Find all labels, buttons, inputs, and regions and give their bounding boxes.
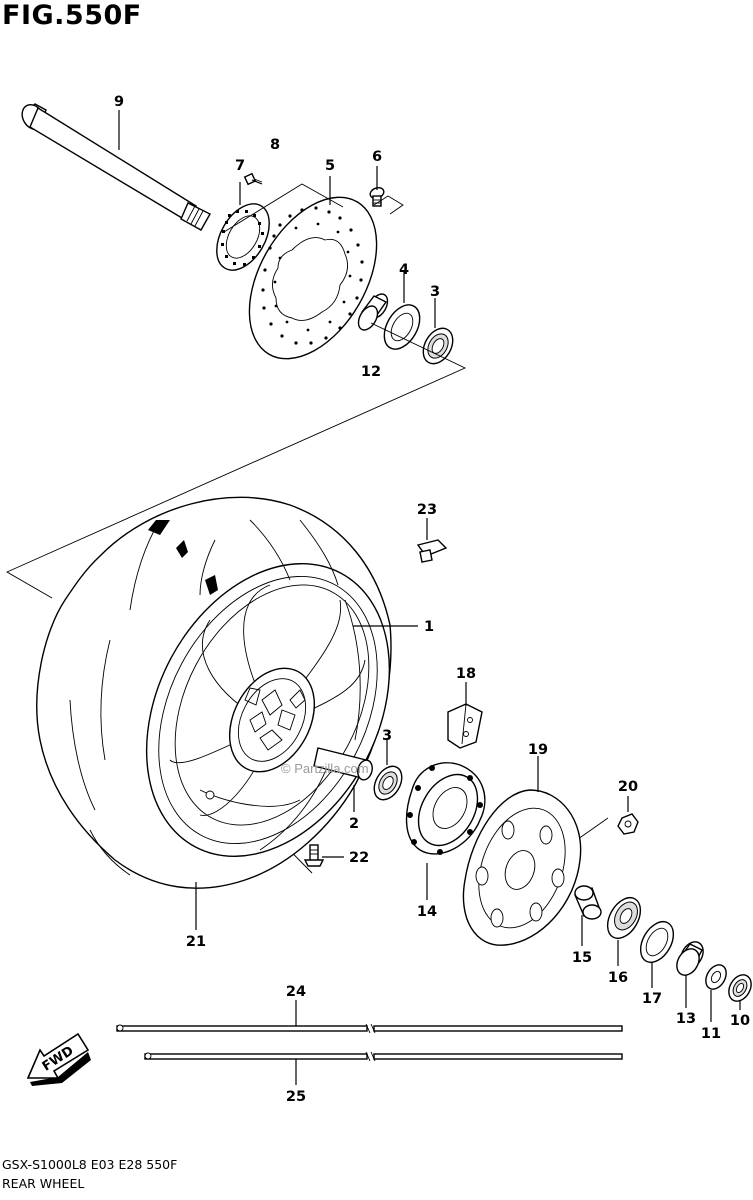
bearing-part-3-lower[interactable]	[369, 761, 408, 804]
callout-19: 19	[528, 742, 548, 758]
bearing-part-3-upper[interactable]	[417, 323, 459, 369]
callout-numbers: 9 8 7 5 6 4 3 12 23 1 18 3 19 20 2 22 14…	[114, 94, 750, 1105]
cushion-part-18[interactable]	[447, 703, 483, 749]
callout-9: 9	[114, 94, 124, 110]
bearing-part-16[interactable]	[601, 892, 647, 944]
washer-part-11[interactable]	[702, 961, 731, 993]
valve-part-22[interactable]	[303, 844, 325, 867]
collar-part-13[interactable]	[672, 938, 707, 979]
callout-6: 6	[372, 149, 382, 165]
sensor-rotor-part-7[interactable]	[206, 195, 280, 279]
sprocket-drum-part-14[interactable]	[405, 762, 489, 856]
callout-16: 16	[608, 970, 628, 986]
bearing-part-15[interactable]	[574, 885, 602, 920]
brake-disc-part-5[interactable]	[223, 175, 403, 380]
callout-3-lower: 3	[382, 728, 392, 744]
section-name: REAR WHEEL	[2, 1176, 85, 1191]
callout-24: 24	[286, 984, 306, 1000]
oil-seal-part-4[interactable]	[377, 299, 427, 356]
tape-part-24[interactable]	[116, 1023, 623, 1034]
rear-sprocket-part-19[interactable]	[462, 789, 582, 946]
callout-21: 21	[186, 934, 206, 950]
model-code: GSX-S1000L8 E03 E28 550F	[2, 1157, 178, 1172]
rear-axle-part-9[interactable]	[18, 101, 211, 231]
spacer-part-2[interactable]	[313, 747, 374, 781]
callout-13: 13	[676, 1011, 696, 1027]
callout-3-upper: 3	[430, 284, 440, 300]
callout-10: 10	[730, 1013, 750, 1029]
figure-title: FIG.550F	[2, 0, 142, 31]
callout-23: 23	[417, 502, 437, 518]
callout-25: 25	[286, 1089, 306, 1105]
tape-part-25[interactable]	[144, 1051, 623, 1062]
callout-7: 7	[235, 158, 245, 174]
tire-part-1[interactable]	[69, 519, 361, 876]
callout-14: 14	[417, 904, 437, 920]
callout-18: 18	[456, 666, 476, 682]
callout-17: 17	[642, 991, 662, 1007]
callout-12: 12	[361, 364, 381, 380]
forward-direction-arrow: FWD	[26, 1032, 91, 1086]
callout-11: 11	[701, 1026, 721, 1042]
nut-part-20[interactable]	[617, 813, 639, 835]
callout-4: 4	[399, 262, 409, 278]
callout-1: 1	[424, 619, 434, 635]
callout-5: 5	[325, 158, 335, 174]
screw-part-8[interactable]	[243, 172, 263, 186]
spacer-part-12[interactable]	[355, 291, 392, 334]
callout-22: 22	[349, 850, 369, 866]
callout-20: 20	[618, 779, 638, 795]
callout-15: 15	[572, 950, 592, 966]
callout-leader-lines	[118, 110, 741, 1085]
oil-seal-part-17[interactable]	[634, 916, 680, 968]
wheel-part-21[interactable]	[36, 496, 438, 898]
balancer-weight-part-23[interactable]	[416, 539, 448, 563]
nut-part-10[interactable]	[724, 971, 753, 1005]
watermark: © Partzilla.com	[281, 761, 369, 776]
callout-2: 2	[349, 816, 359, 832]
callout-8: 8	[270, 137, 280, 153]
